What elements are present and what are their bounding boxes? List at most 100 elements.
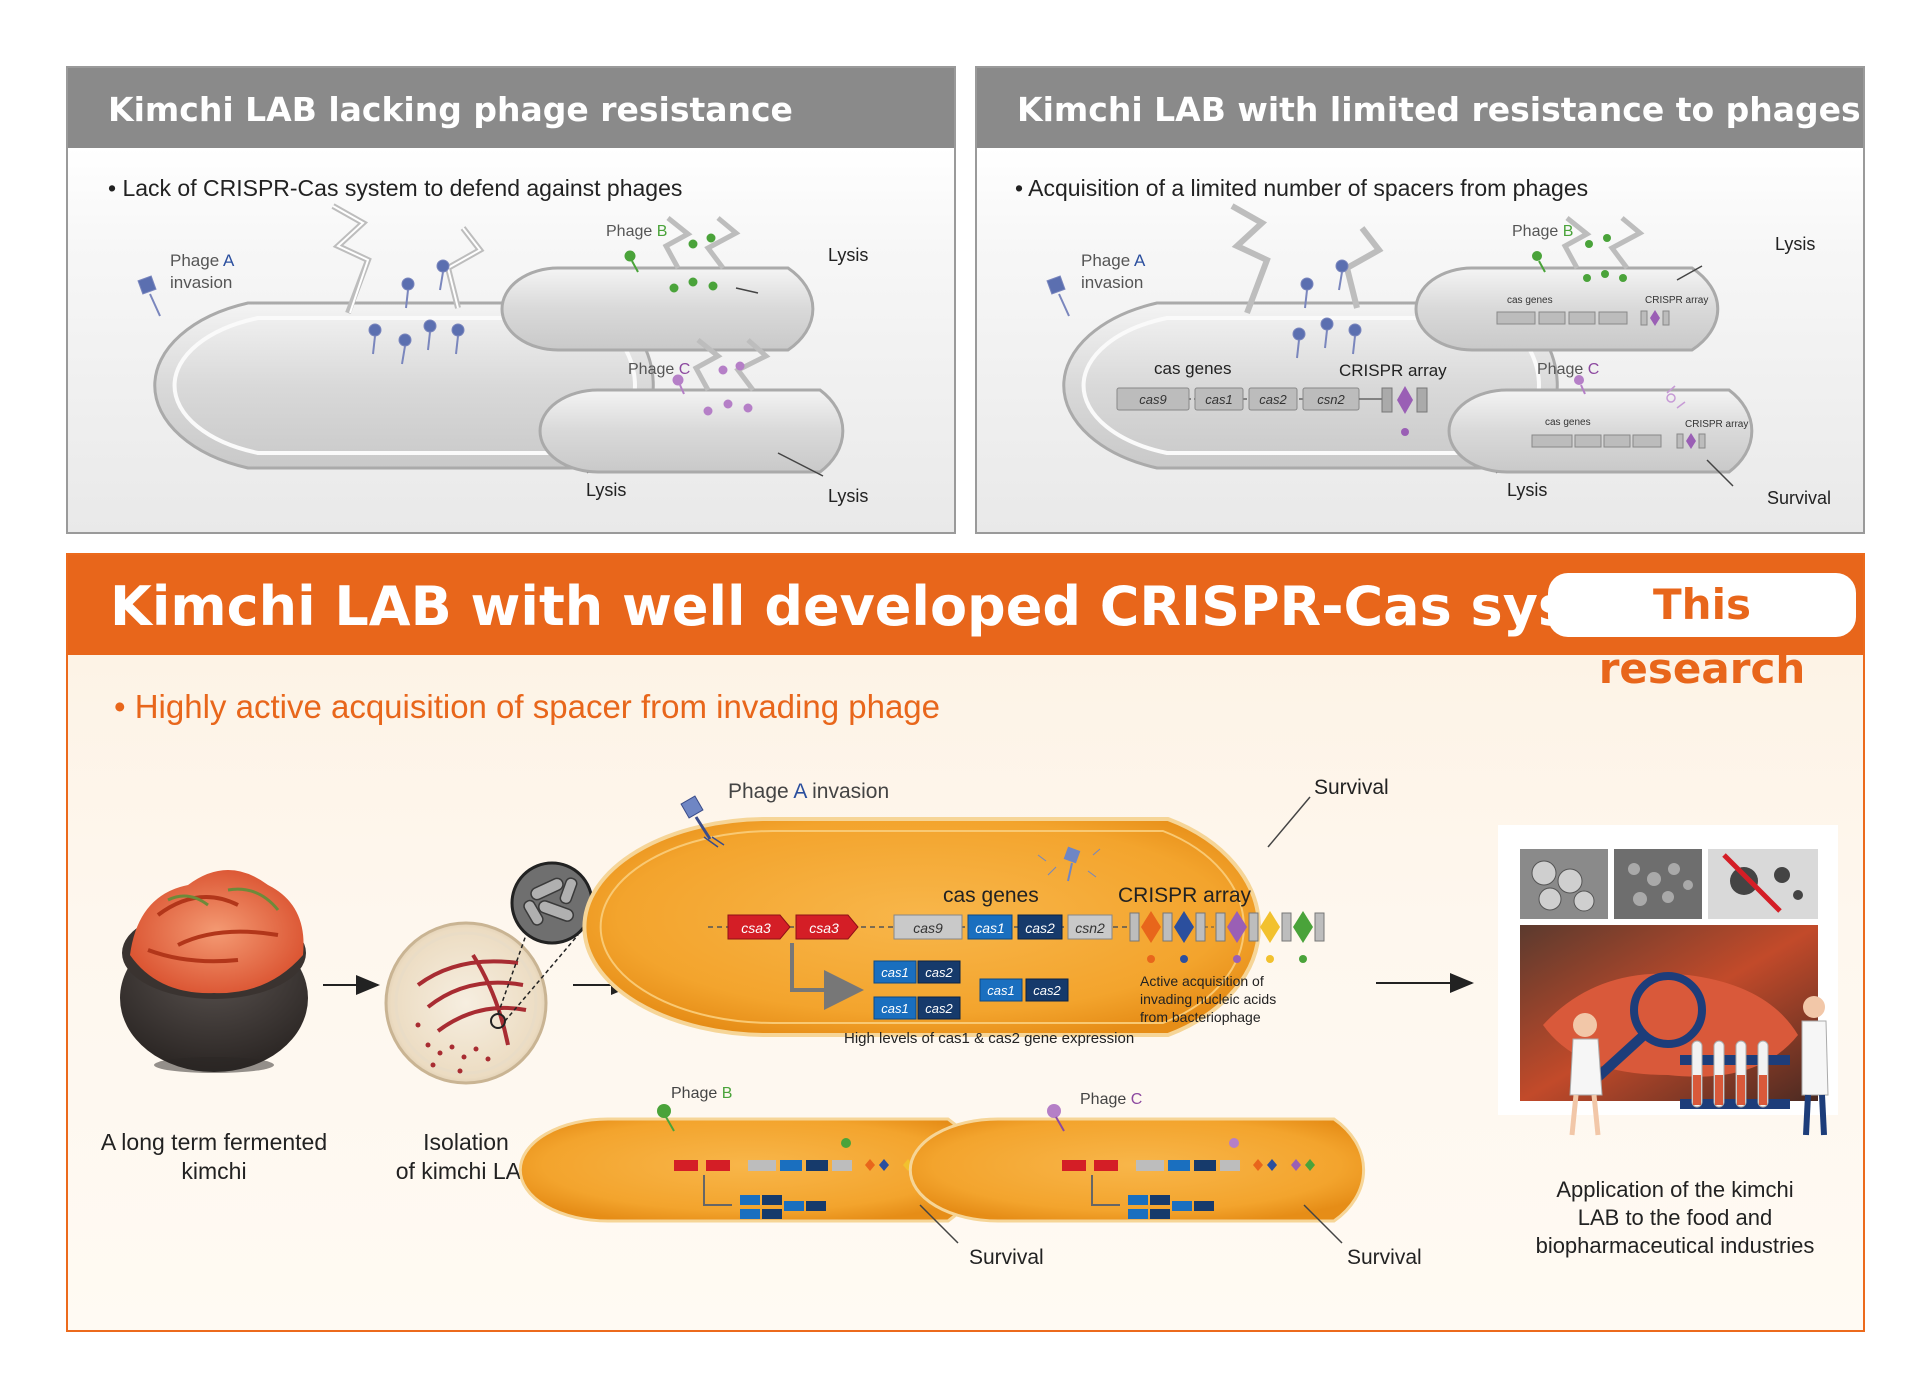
phage-a <box>401 277 415 309</box>
cell-c <box>538 338 845 477</box>
phages-b <box>624 233 718 293</box>
panel-title: Kimchi LAB lacking phage resistance <box>68 68 954 148</box>
lysis-label-c: Lysis <box>828 486 868 506</box>
cas-gene-row: cas9 cas1 cas2 csn2 <box>1116 386 1428 436</box>
phage-b-letter: B <box>722 1085 733 1102</box>
lysis-label-b: Lysis <box>1775 234 1815 254</box>
bullet-text: • Lack of CRISPR-Cas system to defend ag… <box>108 175 682 201</box>
panel-lacking-resistance: Kimchi LAB lacking phage resistance • La… <box>66 66 956 534</box>
gene-cas1 <box>967 914 1013 940</box>
kimchi-bowl-image <box>120 870 308 1073</box>
gene-label: cas1 <box>1205 392 1232 407</box>
gene-row: csa3 csa3 cas9 cas1 cas2 csn2 <box>708 914 1138 940</box>
gene-label: cas2 <box>1259 392 1287 407</box>
panel-well-developed: Kimchi LAB with well developed CRISPR-Ca… <box>66 553 1865 1332</box>
phage-b-label: Phage B <box>671 1085 732 1102</box>
bullet-text: • Acquisition of a limited number of spa… <box>1015 175 1588 201</box>
gene-label: cas9 <box>913 920 943 936</box>
phage-a <box>423 319 437 351</box>
phage-a-letter: A <box>223 251 235 270</box>
svg-text:cas2: cas2 <box>1033 983 1061 998</box>
phage-b-letter: B <box>1563 223 1574 240</box>
isolation-caption: Isolation <box>423 1129 509 1155</box>
application-caption: Application of the kimchi <box>1556 1177 1793 1202</box>
lysis-label-main: Lysis <box>1507 480 1547 500</box>
cas-genes-label: cas genes <box>1154 359 1232 378</box>
gene-csa3 <box>727 914 791 940</box>
gene-label: csn2 <box>1075 920 1105 936</box>
phage-b-label: Phage B <box>606 223 667 240</box>
active-acquisition-text: from bacteriophage <box>1140 1009 1261 1025</box>
gene-box <box>1248 387 1298 411</box>
phage-a-letter: A <box>793 780 807 803</box>
invasion-label: invasion <box>170 273 232 292</box>
main-cell <box>1062 203 1559 474</box>
gene-csa3 <box>795 914 859 940</box>
phage-a-label: Phage A <box>1081 251 1146 270</box>
panel-title: Kimchi LAB with limited resistance to ph… <box>977 68 1863 148</box>
cell-b <box>500 216 815 352</box>
crispr-array <box>1129 911 1325 963</box>
gene-label: cas1 <box>975 920 1005 936</box>
spacer-dot <box>1401 428 1409 436</box>
small-crispr-array-label: CRISPR array <box>1645 295 1708 306</box>
phages-c <box>1574 375 1586 395</box>
phages-a <box>137 259 465 365</box>
panel-title: Kimchi LAB with well developed CRISPR-Ca… <box>68 555 1863 655</box>
crispr-repeat <box>1381 387 1393 413</box>
cell-c: cas genes CRISPR array <box>1447 385 1754 487</box>
cell-c <box>908 1117 1366 1244</box>
gene-label: csa3 <box>741 920 771 936</box>
phage-b-label: Phage B <box>1512 223 1573 240</box>
phage-c-label: Phage C <box>1537 361 1599 378</box>
svg-text:cas1: cas1 <box>881 965 908 980</box>
crispr-repeat <box>1416 387 1428 413</box>
no-virus-slash <box>1722 853 1782 913</box>
phage-b-invading <box>624 250 639 273</box>
phage-c-invading <box>1047 1104 1065 1132</box>
expression-text: High levels of cas1 & cas2 gene expressi… <box>844 1030 1134 1047</box>
phage-a-letter: A <box>1134 251 1146 270</box>
kimchi-caption: kimchi <box>181 1158 246 1184</box>
lysis-label-b: Lysis <box>828 245 868 265</box>
application-image <box>1498 825 1838 1136</box>
panel-2-illustration: • Acquisition of a limited number of spa… <box>1015 175 1831 508</box>
active-acquisition-text: Active acquisition of <box>1140 973 1264 989</box>
phage-c-letter: C <box>1588 361 1600 378</box>
invasion-label: invasion <box>1081 273 1143 292</box>
svg-text:cas2: cas2 <box>925 1001 953 1016</box>
phage-a <box>451 323 465 355</box>
petri-dish-image <box>384 861 594 1085</box>
cell-b <box>518 1117 980 1244</box>
gene-box <box>1194 387 1244 411</box>
panel-1-illustration: • Lack of CRISPR-Cas system to defend ag… <box>108 175 868 506</box>
phage-c-letter: C <box>679 361 691 378</box>
test-tube-rack <box>1680 1040 1790 1109</box>
crispr-spacer <box>1397 386 1413 414</box>
crispr-array-label: CRISPR array <box>1339 361 1447 380</box>
gene-cas2 <box>1017 914 1063 940</box>
phage-c-label: Phage C <box>628 361 690 378</box>
gene-box <box>1116 387 1190 411</box>
isolation-caption: of kimchi LAB <box>396 1158 537 1184</box>
phage-a <box>436 259 450 291</box>
gene-label: cas9 <box>1139 392 1166 407</box>
survival-label-c: Survival <box>1347 1246 1422 1269</box>
small-crispr-array-label: CRISPR array <box>1685 419 1748 430</box>
gene-csn2 <box>1067 914 1113 940</box>
survival-label-b: Survival <box>969 1246 1044 1269</box>
svg-text:cas2: cas2 <box>925 965 953 980</box>
panel-3-illustration: • Highly active acquisition of spacer fr… <box>101 688 1838 1269</box>
small-cas-genes-label: cas genes <box>1507 295 1553 306</box>
expressed-genes: cas1 cas2 cas1 cas2 cas1 cas2 <box>873 960 1069 1020</box>
survival-label-main: Survival <box>1314 776 1389 799</box>
panel-limited-resistance: Kimchi LAB with limited resistance to ph… <box>975 66 1865 534</box>
application-caption: LAB to the food and <box>1578 1205 1773 1230</box>
scientist-left <box>1569 1013 1603 1136</box>
degraded-phage <box>1037 846 1101 882</box>
lysis-label-main: Lysis <box>586 480 626 500</box>
phages-c <box>672 361 753 416</box>
bullet-text: • Highly active acquisition of spacer fr… <box>114 688 940 725</box>
survival-label-c: Survival <box>1767 488 1831 508</box>
